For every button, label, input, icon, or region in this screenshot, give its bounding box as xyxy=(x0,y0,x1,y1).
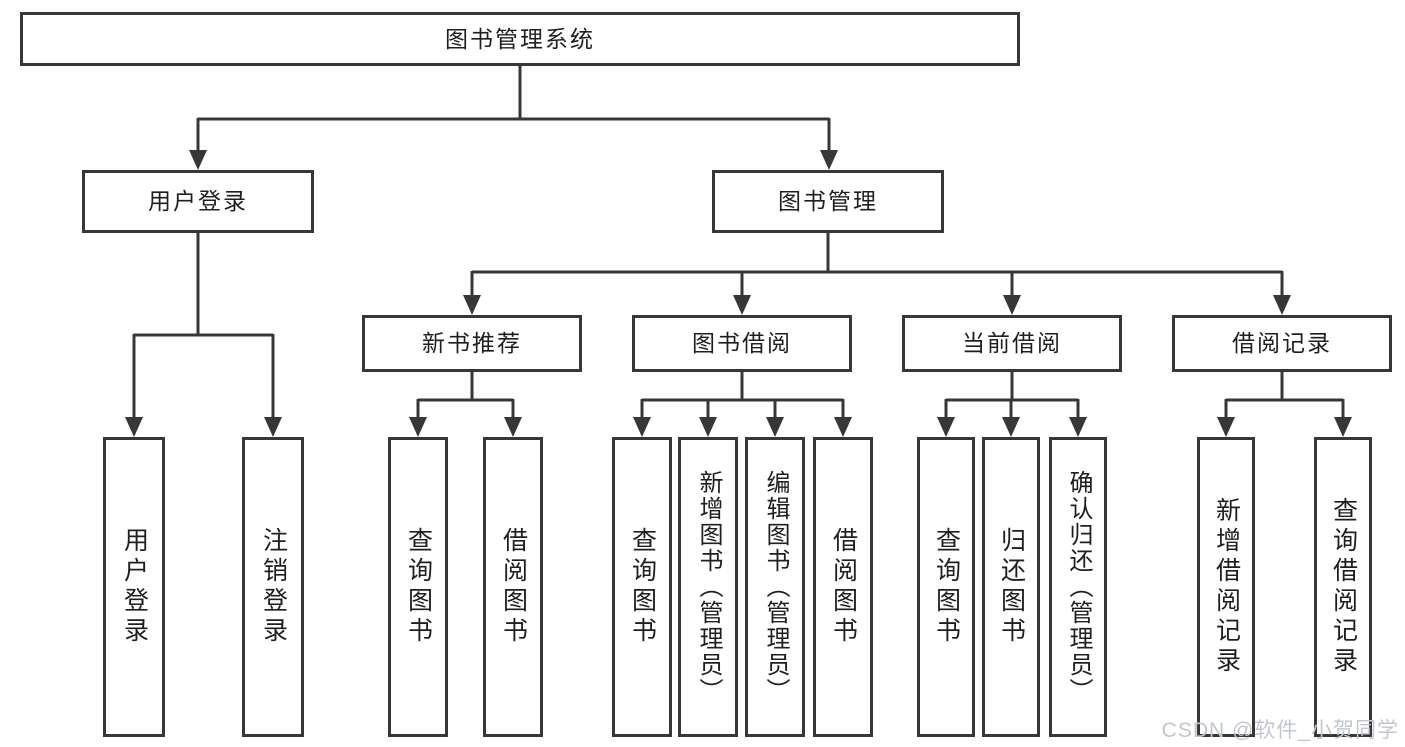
node-confirm-return-admin: 确认归还（管理员） xyxy=(1049,437,1107,737)
node-book-borrow: 图书借阅 xyxy=(632,315,852,372)
node-leaf-user-login: 用户登录 xyxy=(103,437,165,737)
node-leaf-logout: 注销登录 xyxy=(242,437,304,737)
node-borrow-book-recommend: 借阅图书 xyxy=(483,437,543,737)
node-query-book-current: 查询图书 xyxy=(917,437,975,737)
node-query-book-borrow: 查询图书 xyxy=(612,437,672,737)
arrowheads xyxy=(125,150,1352,437)
node-borrow-record: 借阅记录 xyxy=(1172,315,1392,372)
node-add-borrow-record: 新增借阅记录 xyxy=(1197,437,1255,737)
node-query-borrow-record: 查询借阅记录 xyxy=(1314,437,1372,737)
csdn-watermark: CSDN @软件_小贺同学 xyxy=(1161,719,1399,742)
node-borrow-book: 借阅图书 xyxy=(813,437,873,737)
node-root: 图书管理系统 xyxy=(20,12,1020,66)
node-user-login: 用户登录 xyxy=(82,170,314,233)
node-new-book-recommend: 新书推荐 xyxy=(362,315,582,372)
node-edit-book-admin: 编辑图书（管理员） xyxy=(745,437,805,737)
node-book-management: 图书管理 xyxy=(712,170,944,233)
node-add-book-admin: 新增图书（管理员） xyxy=(678,437,738,737)
node-current-borrow: 当前借阅 xyxy=(902,315,1122,372)
node-query-book-recommend: 查询图书 xyxy=(388,437,448,737)
node-return-book: 归还图书 xyxy=(982,437,1040,737)
